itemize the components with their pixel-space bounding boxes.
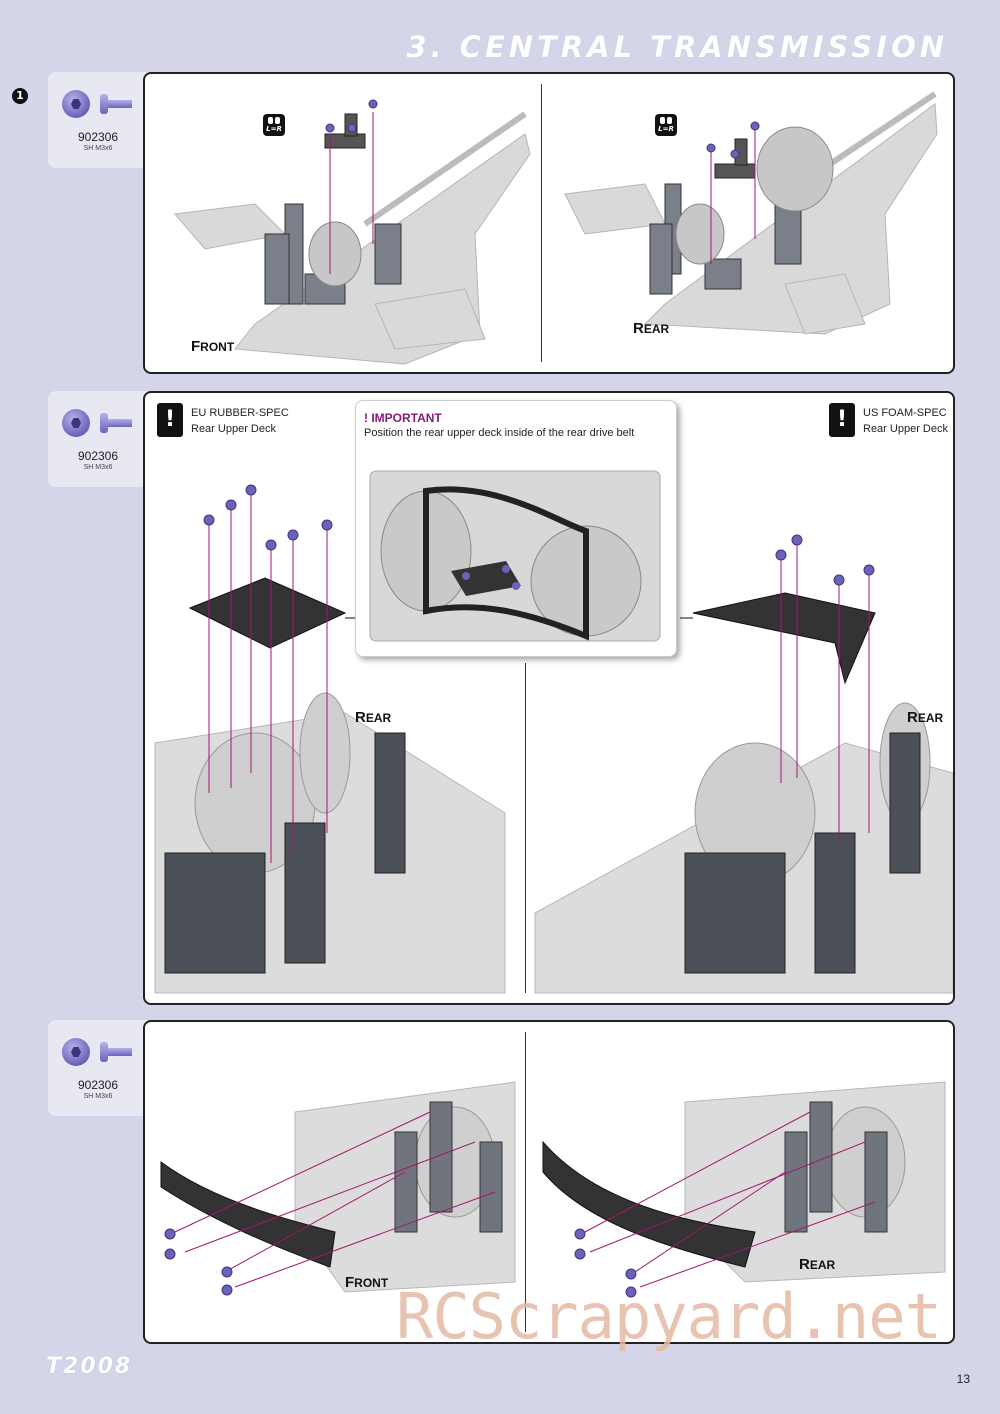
part-code: 902306 — [77, 1078, 119, 1092]
part-tab-3: 902306 SH M3x6 — [48, 1020, 148, 1116]
assembly-drawing-3 — [160, 1081, 946, 1298]
warning-icon: ! — [829, 403, 855, 437]
important-callout: ! IMPORTANT Position the rear upper deck… — [355, 400, 677, 657]
hex-screw-head-icon — [62, 90, 90, 118]
hex-screw-head-icon — [62, 1038, 90, 1066]
part-size: SH M3x6 — [83, 145, 113, 152]
product-logo: T2008 — [46, 1354, 133, 1379]
watermark: RCScrapyard.net — [396, 1280, 942, 1353]
part-tab-2: 902306 SH M3x6 — [48, 391, 148, 487]
orientation-label-rear: REAR — [907, 709, 944, 726]
screw-side-icon — [100, 413, 132, 433]
screw-side-icon — [100, 94, 132, 114]
screw-side-icon — [100, 1042, 132, 1062]
step-number: 1 — [12, 88, 28, 104]
part-size: SH M3x6 — [83, 1093, 113, 1100]
important-title: ! IMPORTANT — [364, 411, 442, 425]
hex-screw-head-icon — [62, 409, 90, 437]
orientation-label-front: FRONT — [191, 338, 235, 355]
assembly-panel-1: L=R L=R FRONT REAR — [143, 72, 955, 374]
part-size: SH M3x6 — [83, 464, 113, 471]
section-title: 3. CENTRAL TRANSMISSION — [406, 30, 948, 64]
orientation-label-rear: REAR — [355, 709, 392, 726]
page-number: 13 — [956, 1372, 970, 1386]
panel-divider — [525, 1032, 526, 1332]
assembly-drawing-1 — [174, 91, 938, 365]
warning-icon: ! — [157, 403, 183, 437]
orientation-label-rear: REAR — [799, 1256, 836, 1273]
panel-divider — [541, 84, 542, 362]
assembly-panel-3: FRONT REAR — [143, 1020, 955, 1344]
panel-divider — [525, 663, 526, 993]
orientation-label-rear: REAR — [633, 320, 670, 337]
part-code: 902306 — [77, 130, 119, 144]
left-equals-right-icon: L=R — [263, 114, 285, 136]
assembly-drawing-2 — [154, 484, 953, 994]
important-text: Position the rear upper deck inside of t… — [364, 427, 635, 439]
part-code: 902306 — [77, 449, 119, 463]
belt-detail-drawing — [369, 470, 661, 642]
part-tab-1: 902306 SH M3x6 — [48, 72, 148, 168]
left-equals-right-icon: L=R — [655, 114, 677, 136]
orientation-label-front: FRONT — [345, 1274, 389, 1291]
